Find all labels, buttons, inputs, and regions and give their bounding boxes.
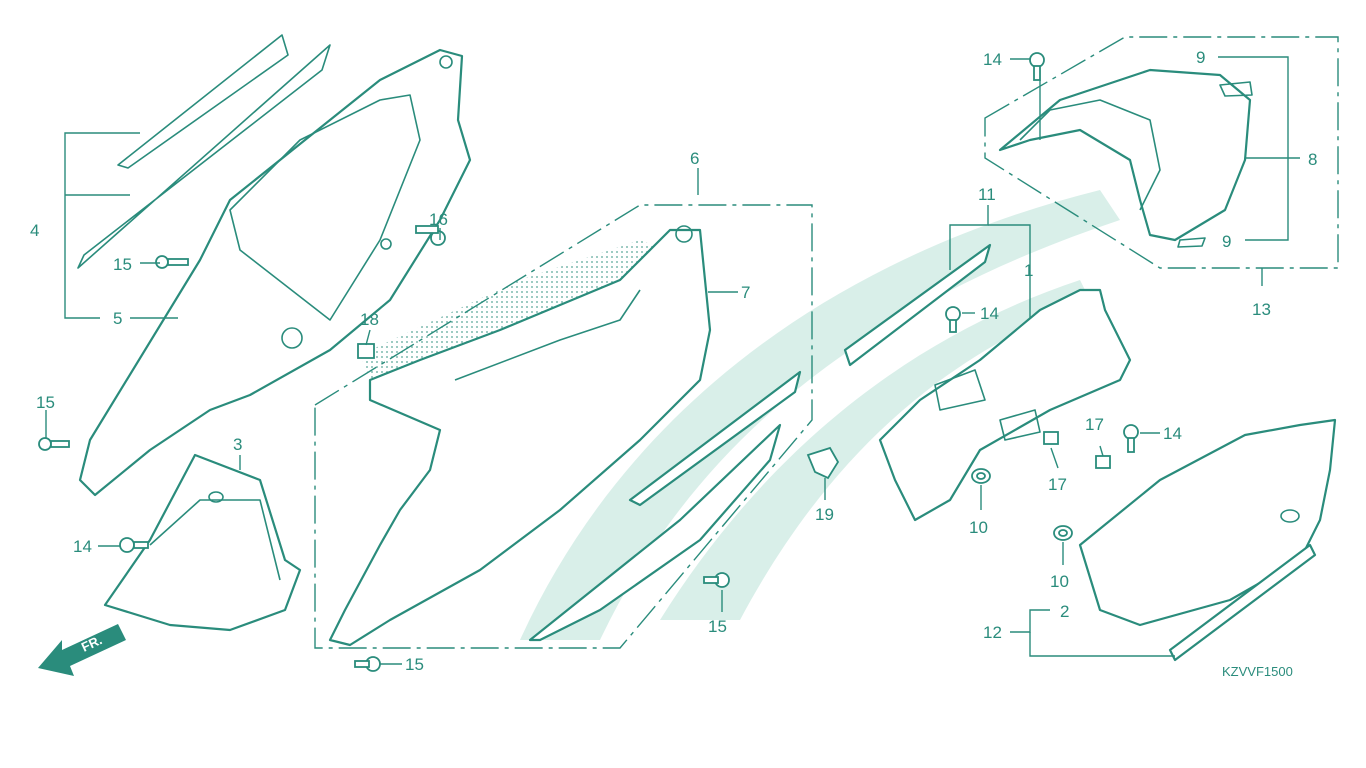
bolt-15-icon: [155, 255, 189, 269]
callout-3: 3: [233, 435, 242, 454]
callout-8: 8: [1308, 150, 1317, 169]
part-4-stripes: [77, 34, 331, 269]
callout-6: 6: [690, 149, 699, 168]
group-boxes: [314, 36, 1339, 649]
callout-2: 2: [1060, 602, 1069, 621]
callout-7: 7: [741, 283, 750, 302]
callout-9: 9: [1196, 48, 1205, 67]
callout-15: 15: [708, 617, 727, 636]
part-6-side-cover: [328, 225, 712, 647]
screw-14-icon: [1029, 52, 1045, 81]
part-3-lower-cover: [103, 453, 302, 632]
part-11-stripe: [843, 243, 992, 367]
callout-14: 14: [1163, 424, 1182, 443]
clip-19-icon: [806, 446, 840, 480]
callout-14: 14: [73, 537, 92, 556]
diagram-code: KZVVF1500: [1222, 664, 1293, 679]
callout-10: 10: [1050, 572, 1069, 591]
callout-14: 14: [980, 304, 999, 323]
callout-17: 17: [1048, 475, 1067, 494]
screw-14-icon: [945, 306, 961, 333]
bolt-15-icon: [354, 656, 381, 672]
callout-15: 15: [36, 393, 55, 412]
callout-9: 9: [1222, 232, 1231, 251]
part-7-decals: [528, 370, 802, 642]
callout-15: 15: [405, 655, 424, 674]
part-1-rear-cover: [878, 288, 1132, 522]
callout-11: 11: [978, 185, 996, 204]
callout-4: 4: [30, 221, 39, 240]
part-8-seat-cowl: [998, 68, 1253, 248]
clip-17-icon: [1043, 431, 1059, 445]
callout-15: 15: [113, 255, 132, 274]
callout-5: 5: [113, 309, 122, 328]
screw-14-icon: [1123, 424, 1139, 453]
grommet-10-icon: [971, 468, 991, 484]
callout-1: 1: [1024, 261, 1033, 280]
callout-10: 10: [969, 518, 988, 537]
grommet-10-icon: [1053, 525, 1073, 541]
bolt-15-icon: [38, 437, 70, 451]
callout-18: 18: [360, 310, 379, 329]
callout-16: 16: [429, 210, 448, 229]
callout-17: 17: [1085, 415, 1104, 434]
part-2-rear-side-cover: [1078, 418, 1337, 662]
callout-19: 19: [815, 505, 834, 524]
bolt-16-icon: [415, 225, 446, 246]
clip-18-icon: [357, 343, 375, 359]
callout-labels: 4 5 15 16 18 15 3 14 6 7 15 15 19 14 9 8…: [30, 48, 1317, 674]
fasteners: [38, 52, 1139, 672]
background-watermark: [520, 190, 1120, 640]
front-direction-arrow-icon: FR.: [38, 624, 126, 676]
part-5-side-frame: [78, 48, 472, 497]
leader-lines: [45, 56, 1300, 665]
callout-13: 13: [1252, 300, 1271, 319]
clip-17-icon: [1095, 455, 1111, 469]
callout-14: 14: [983, 50, 1002, 69]
bolt-15-icon: [703, 572, 730, 588]
screw-14-icon: [119, 537, 149, 553]
callout-12: 12: [983, 623, 1002, 642]
